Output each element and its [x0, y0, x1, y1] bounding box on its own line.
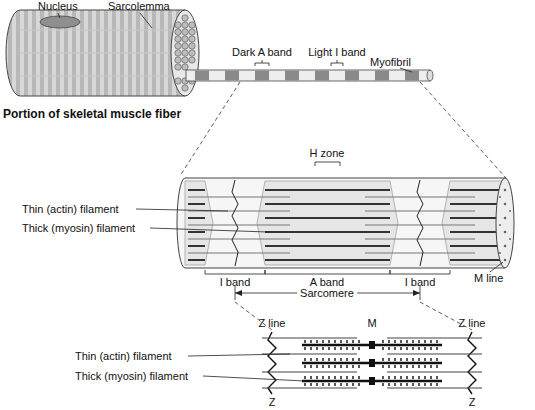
leader-lines	[188, 354, 305, 381]
band-label: I band	[220, 276, 251, 289]
myofibril-enlarged	[177, 178, 514, 268]
part-label: Nucleus	[38, 0, 78, 13]
zoom-lines	[180, 82, 506, 178]
line-label: Z line	[259, 317, 286, 330]
band-brackets	[136, 162, 503, 300]
muscle-fiber	[6, 10, 433, 96]
part-label: Myofibril	[370, 56, 411, 69]
leader-lines	[58, 13, 412, 72]
line-label: Z	[269, 396, 276, 409]
filament-label: Thick (myosin) filament	[75, 370, 188, 383]
band-label: Dark A band	[232, 46, 292, 59]
span-label: Sarcomere	[297, 287, 357, 300]
line-label: M	[367, 317, 376, 330]
figure-caption: Portion of skeletal muscle fiber	[3, 108, 181, 121]
sarcomere-detail	[262, 332, 482, 394]
filament-label: Thick (myosin) filament	[22, 222, 135, 235]
filament-label: Thin (actin) filament	[75, 350, 172, 363]
line-label: Z line	[459, 317, 486, 330]
zone-label: H zone	[310, 147, 345, 160]
line-label: M line	[474, 272, 503, 285]
zoom-lines	[235, 302, 472, 330]
part-label: Sarcolemma	[108, 0, 170, 13]
line-label: Z	[469, 396, 476, 409]
filament-label: Thin (actin) filament	[22, 203, 119, 216]
band-label: Light I band	[308, 46, 366, 59]
band-label: I band	[405, 276, 436, 289]
